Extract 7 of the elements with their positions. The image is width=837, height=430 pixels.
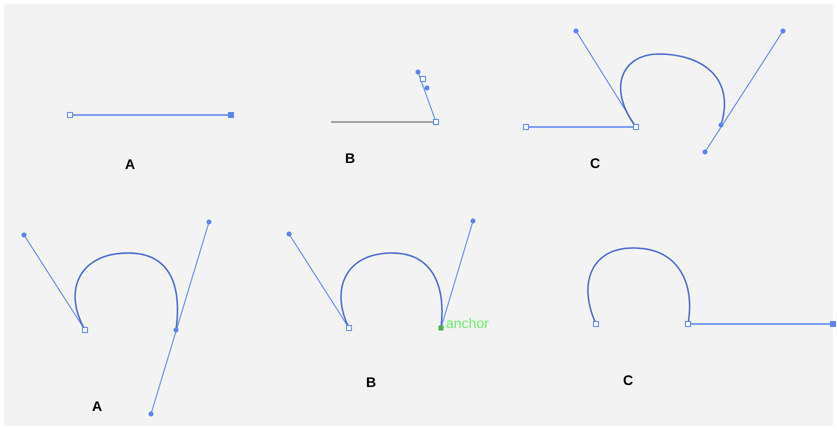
panel-label: C <box>590 156 600 170</box>
panel-label: C <box>623 373 634 387</box>
anchor-label: anchor <box>446 316 489 330</box>
panel-label: B <box>345 151 356 165</box>
panel-label: A <box>125 157 136 171</box>
panel-label: A <box>92 399 102 413</box>
panel-label: B <box>366 375 376 389</box>
